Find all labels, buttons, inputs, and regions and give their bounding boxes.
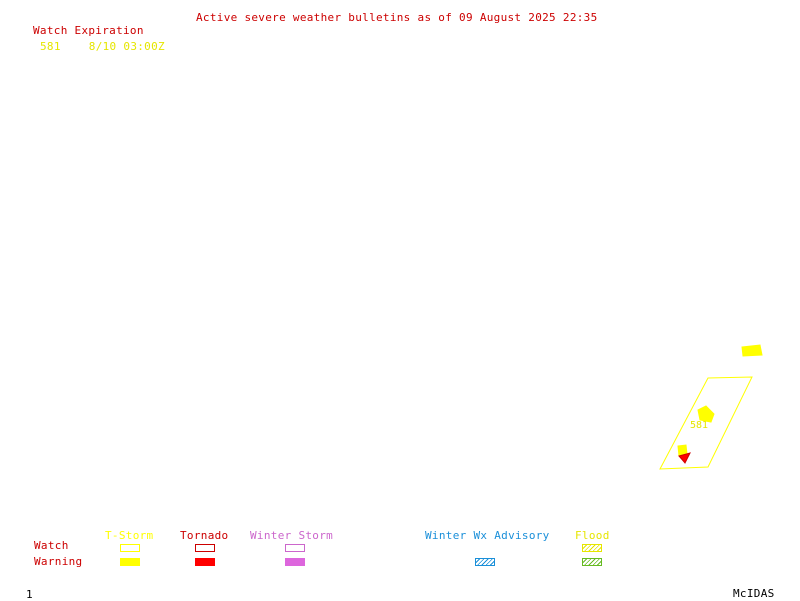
brand-label: McIDAS — [733, 587, 775, 600]
tstorm-warning-polygon — [741, 344, 763, 357]
legend-flood-warning-swatch — [582, 558, 602, 566]
legend-watch-row-label: Watch — [34, 539, 69, 552]
watch-number: 581 — [40, 40, 61, 53]
legend-tstorm-label: T-Storm — [105, 529, 154, 542]
legend-tornado-label: Tornado — [180, 529, 229, 542]
watch-expiration-header: Watch Expiration — [33, 24, 144, 37]
legend-winter-storm-label: Winter Storm — [250, 529, 334, 542]
page-title: Active severe weather bulletins as of 09… — [196, 11, 598, 24]
watch-box-label: 581 — [690, 420, 708, 431]
legend-tornado-warning-swatch — [195, 558, 215, 566]
legend-winter-wx-advisory-label: Winter Wx Advisory — [425, 529, 550, 542]
legend-tornado-watch-swatch — [195, 544, 215, 552]
tornado-warning-polygon — [678, 452, 691, 464]
legend-winter-storm-warning-swatch — [285, 558, 305, 566]
legend-tstorm-watch-swatch — [120, 544, 140, 552]
watch-expires: 8/10 03:00Z — [88, 40, 165, 53]
watch-box-polygon — [659, 376, 753, 470]
frame-number: 1 — [26, 588, 33, 601]
watch-expiration-row: 581 8/10 03:00Z — [40, 41, 165, 52]
legend-flood-label: Flood — [575, 529, 610, 542]
legend-flood-watch-swatch — [582, 544, 602, 552]
tstorm-warning-polygon-2 — [697, 405, 715, 423]
legend-tstorm-warning-swatch — [120, 558, 140, 566]
legend-winter-storm-watch-swatch — [285, 544, 305, 552]
legend-winter-wx-advisory-swatch — [475, 558, 495, 566]
legend-warning-row-label: Warning — [34, 555, 83, 568]
